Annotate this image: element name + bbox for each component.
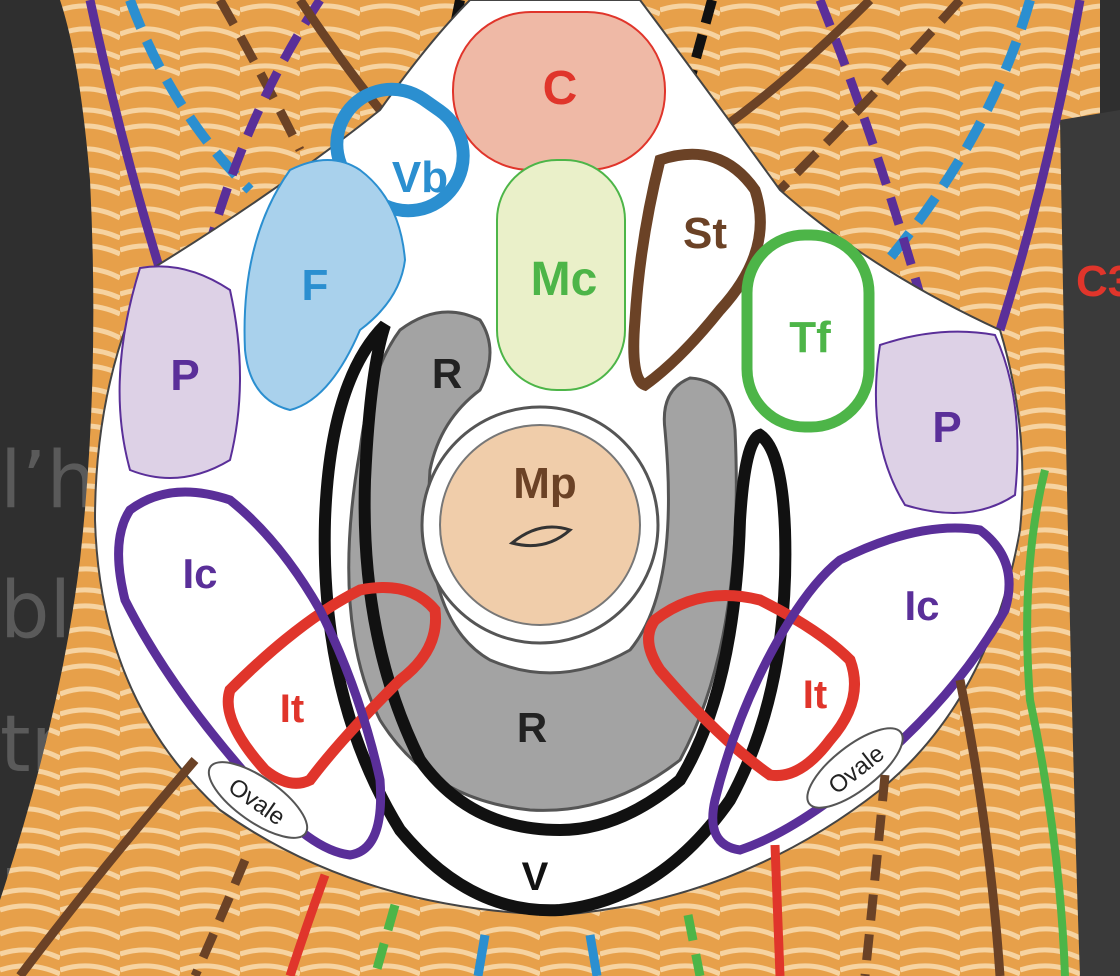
red-line (770, 844, 785, 976)
region-mc (496, 159, 626, 391)
brown-line (717, 0, 874, 134)
brown-dashed-line (216, 0, 305, 153)
label-mc: Mc (531, 253, 598, 306)
label-mp: Mp (513, 459, 577, 508)
brown-line (955, 679, 1005, 976)
label-ic-right: Ic (904, 582, 939, 629)
brown-line (16, 757, 199, 976)
label-r-top: R (432, 350, 462, 397)
label-p-right: P (932, 403, 961, 452)
region-p-left (118, 265, 241, 479)
blue-line (473, 934, 602, 976)
red-line (285, 873, 330, 976)
region-it-right (643, 590, 860, 782)
brown-dashed-line (860, 774, 890, 976)
green-line (1023, 469, 1069, 976)
label-f: F (302, 261, 329, 310)
purple-line (995, 0, 1085, 332)
edge-label-c3: C3 (1076, 257, 1120, 306)
label-ic-left: Ic (182, 550, 217, 597)
label-vb: Vb (392, 153, 448, 202)
region-v (318, 320, 792, 917)
region-p-right (874, 330, 1019, 514)
region-ovale-left (207, 761, 309, 839)
region-f (243, 159, 407, 412)
label-it-right: It (803, 673, 827, 717)
anus-opening-icon (508, 525, 573, 548)
label-it-left: It (280, 687, 304, 731)
green-dashed-line (370, 903, 400, 976)
region-ovale-right (806, 727, 904, 809)
label-tf: Tf (789, 313, 831, 362)
black-dashed-line (685, 0, 717, 82)
purple-dashed-line (815, 0, 935, 332)
brown-dashed-line (190, 858, 250, 976)
region-st (628, 148, 766, 392)
region-r (347, 310, 738, 812)
green-dashed-line (683, 914, 705, 976)
label-r-bottom: R (517, 704, 547, 751)
purple-line (85, 0, 165, 272)
region-mp (439, 424, 641, 626)
background-word: l’h (0, 436, 96, 526)
region-ic-left (114, 487, 386, 860)
blue-dashed-line (876, 0, 1035, 274)
region-it-left (222, 582, 442, 789)
label-v: V (522, 855, 549, 899)
region-tf (741, 229, 875, 433)
label-c: C (543, 62, 578, 115)
label-p-left: P (170, 351, 199, 400)
label-st: St (683, 209, 727, 258)
brown-dashed-line (766, 0, 964, 204)
right-dark-edge (1060, 110, 1120, 976)
